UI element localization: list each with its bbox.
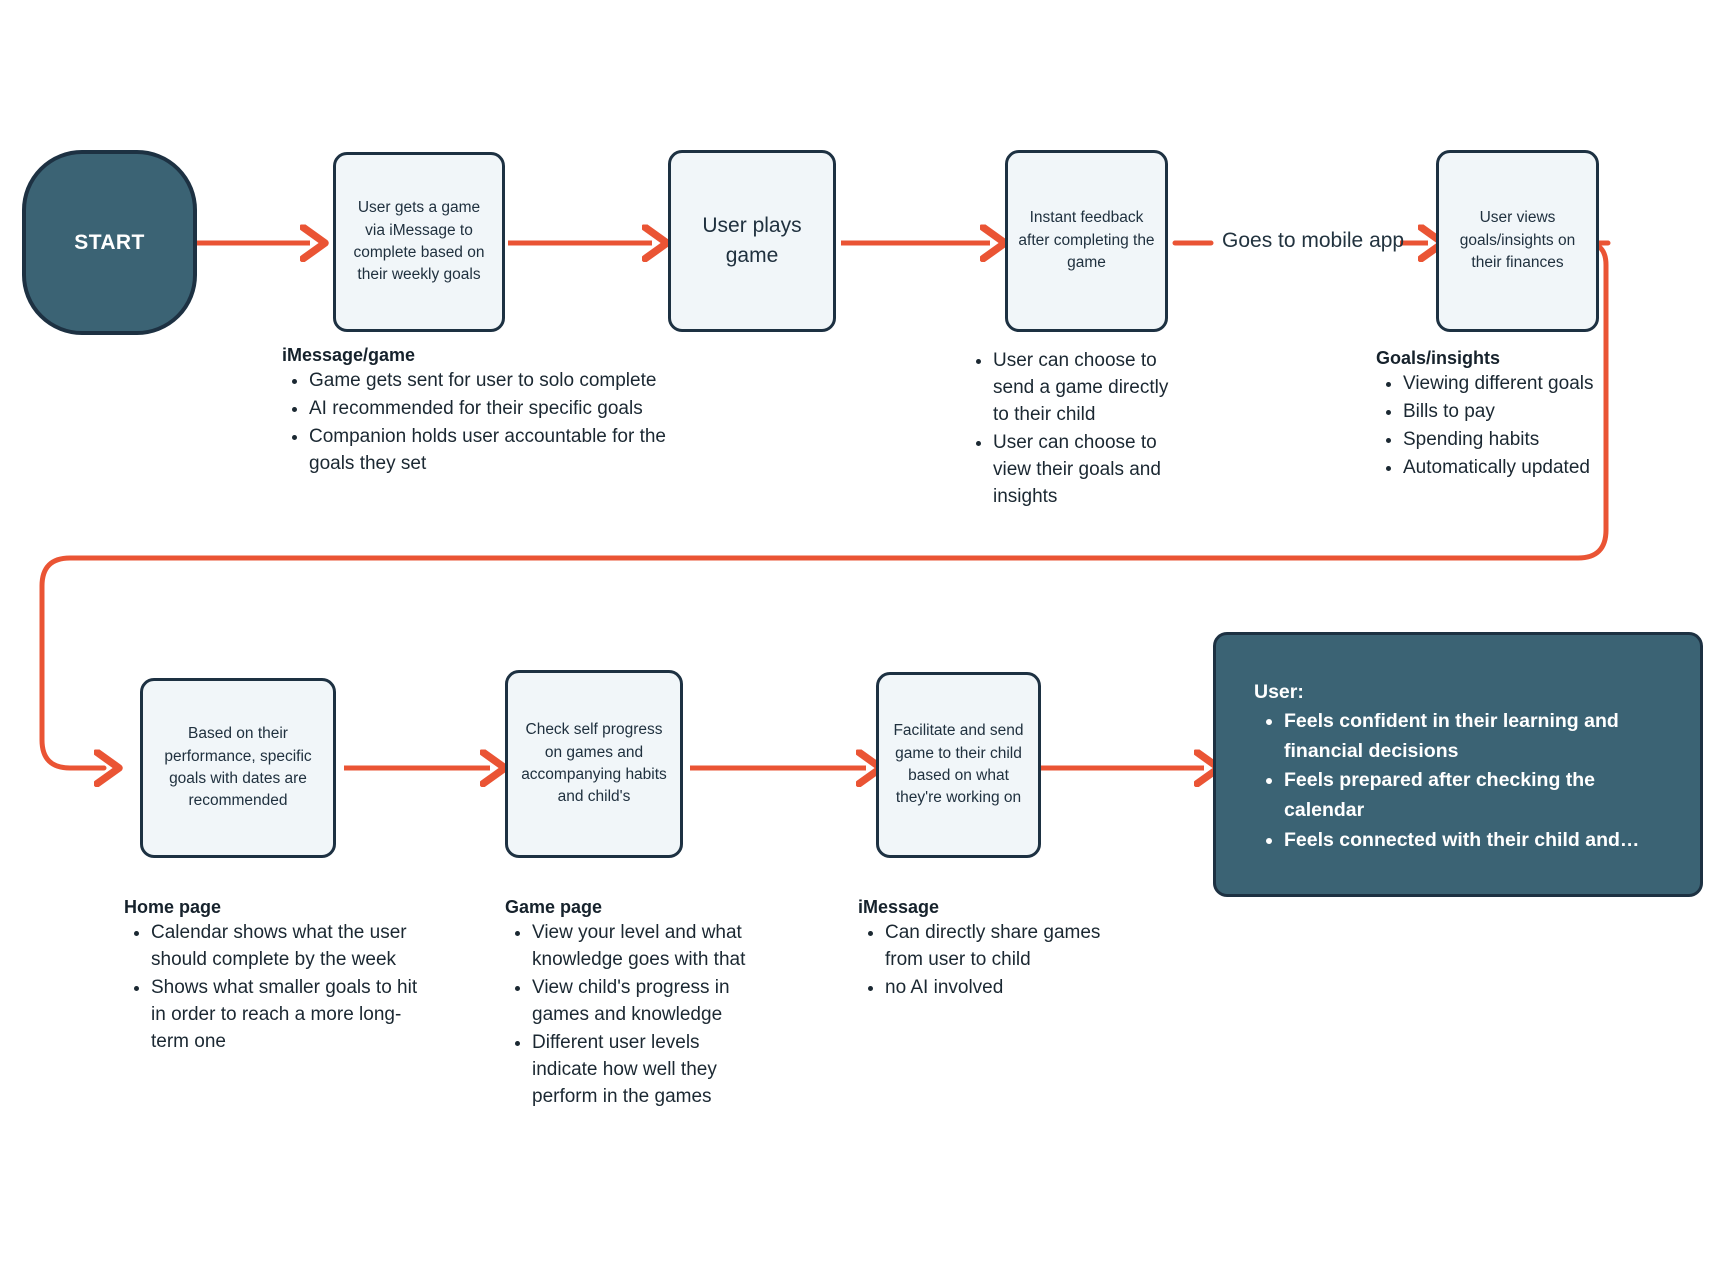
annotation-list: Viewing different goals Bills to pay Spe… [1376, 371, 1636, 482]
edge-label-goes-to-mobile-app: Goes to mobile app [1222, 229, 1404, 253]
list-item: Bills to pay [1403, 399, 1636, 426]
list-item: Calendar shows what the user should comp… [151, 920, 419, 974]
annotation-list: View your level and what knowledge goes … [505, 920, 770, 1111]
summary-card[interactable]: User: Feels confident in their learning … [1213, 632, 1703, 897]
goals-insights-node-label: User views goals/insights on their finan… [1459, 209, 1576, 272]
goals-insights-node[interactable]: User views goals/insights on their finan… [1436, 150, 1599, 332]
list-item: Game gets sent for user to solo complete [309, 368, 682, 395]
list-item: Viewing different goals [1403, 371, 1636, 398]
arrow-wraparound [39, 240, 1611, 768]
list-item: Feels confident in their learning and [1284, 708, 1666, 736]
annotation-title: Goals/insights [1376, 348, 1501, 368]
start-label: START [74, 230, 145, 254]
annotation-title: iMessage [858, 897, 940, 917]
list-item: calendar [1284, 799, 1365, 822]
list-item: no AI involved [885, 975, 1118, 1002]
annotation-list: Game gets sent for user to solo complete… [282, 368, 682, 478]
annotation-title: iMessage/game [282, 345, 416, 365]
user-plays-game-node[interactable]: User plays game [668, 150, 836, 332]
instant-feedback-node[interactable]: Instant feedback after completing the ga… [1005, 150, 1168, 332]
instant-feedback-node-label: Instant feedback after completing the ga… [1018, 209, 1155, 272]
list-item: AI recommended for their specific goals [309, 396, 682, 423]
list-item: User can choose to view their goals and … [993, 430, 1188, 511]
home-page-node-label: Based on their performance, specific goa… [164, 725, 312, 810]
imessage-node[interactable]: Facilitate and send game to their child … [876, 672, 1041, 858]
home-page-node[interactable]: Based on their performance, specific goa… [140, 678, 336, 858]
list-item: financial decisions [1284, 739, 1459, 762]
imessage-game-node-label: User gets a game via iMessage to complet… [353, 199, 485, 284]
summary-title: User: [1254, 681, 1304, 703]
imessage-game-annotation: iMessage/game Game gets sent for user to… [282, 345, 682, 479]
imessage-game-node[interactable]: User gets a game via iMessage to complet… [333, 152, 505, 332]
instant-feedback-annotation: User can choose to send a game directly … [966, 348, 1188, 512]
annotation-title: Home page [124, 897, 222, 917]
list-item: User can choose to send a game directly … [993, 348, 1188, 429]
list-item: Feels connected with their child and… [1284, 827, 1666, 855]
list-item: Companion holds user accountable for the… [309, 424, 682, 478]
summary-list: Feels confident in their learning and fi… [1254, 708, 1666, 854]
list-item: View child's progress in games and knowl… [532, 975, 770, 1029]
list-item: View your level and what knowledge goes … [532, 920, 770, 974]
annotation-list: Calendar shows what the user should comp… [124, 920, 419, 1056]
annotation-list: Can directly share games from user to ch… [858, 920, 1118, 1002]
game-page-annotation: Game page View your level and what knowl… [505, 897, 770, 1112]
game-page-node-label: Check self progress on games and accompa… [521, 721, 667, 806]
user-plays-game-node-label: User plays game [702, 213, 802, 267]
list-item: Automatically updated [1403, 455, 1636, 482]
annotation-title: Game page [505, 897, 603, 917]
start-node[interactable]: START [22, 150, 197, 335]
home-page-annotation: Home page Calendar shows what the user s… [124, 897, 419, 1057]
list-item: Can directly share games from user to ch… [885, 920, 1118, 974]
list-item: Shows what smaller goals to hit in order… [151, 975, 419, 1056]
annotation-list: User can choose to send a game directly … [966, 348, 1188, 511]
game-page-node[interactable]: Check self progress on games and accompa… [505, 670, 683, 858]
goals-insights-annotation: Goals/insights Viewing different goals B… [1376, 348, 1636, 483]
list-item: Feels prepared after checking the [1284, 767, 1666, 795]
imessage-annotation: iMessage Can directly share games from u… [858, 897, 1118, 1003]
imessage-node-label: Facilitate and send game to their child … [893, 722, 1024, 807]
list-item: Different user levels indicate how well … [532, 1030, 770, 1111]
edge-label-text: Goes to mobile app [1222, 229, 1405, 252]
list-item: Spending habits [1403, 427, 1636, 454]
